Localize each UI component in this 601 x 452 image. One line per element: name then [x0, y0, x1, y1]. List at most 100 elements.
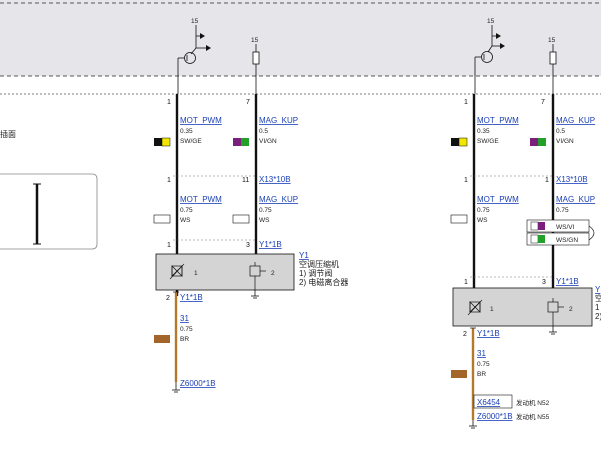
wire-size: 0.5: [556, 128, 565, 135]
component-item: 2) 电磁离合器: [299, 277, 348, 287]
clutch-icon: [249, 262, 266, 290]
wire-color: VI/GN: [556, 138, 574, 145]
wire-num-link[interactable]: 31: [180, 314, 189, 323]
wire-color: WS/VI: [556, 224, 575, 231]
color-swatch-violet: [530, 138, 538, 146]
color-swatch-yellow: [161, 137, 171, 147]
color-swatch-green: [538, 138, 546, 146]
wire-name-link[interactable]: MOT_PWM: [180, 116, 222, 125]
wire-size: 0.75: [477, 207, 490, 214]
wire-name-link[interactable]: MAG_KUP: [556, 116, 595, 125]
wire-size: 0.75: [180, 207, 193, 214]
connector-box: [473, 394, 513, 409]
engine-variant-label: 发动机 N52: [516, 398, 550, 407]
color-swatch-white: [153, 214, 171, 224]
wire-name-link[interactable]: MOT_PWM: [477, 116, 519, 125]
wire-size: 0.75: [556, 207, 569, 214]
connector-link[interactable]: Y1*1B: [180, 293, 203, 302]
component-pin: 1: [490, 306, 494, 313]
option-bracket: [588, 225, 595, 241]
wire-color: BR: [477, 371, 486, 378]
fuse-symbol: 15: [251, 37, 260, 94]
pin-label: 1: [464, 99, 468, 106]
pin-label: 2: [166, 295, 170, 302]
pin-label: 1: [464, 279, 468, 286]
fuse-label: 15: [548, 37, 556, 44]
wire-size: 0.35: [477, 128, 490, 135]
component-id-link[interactable]: Y: [595, 285, 601, 294]
fuse-label: 15: [251, 37, 259, 44]
color-swatch-violet: [233, 138, 241, 146]
wire-size: 0.75: [180, 326, 193, 333]
pin-label: 1: [545, 177, 549, 184]
pin-label: 7: [541, 99, 545, 106]
circuit-right: 15 15 1 MOT_PWM 0.35 SW/GE 1 MOT_PWM: [450, 18, 601, 429]
connector-link[interactable]: X13*10B: [556, 175, 588, 184]
wire-color: VI/GN: [259, 138, 277, 145]
wire-size: 0.5: [259, 128, 268, 135]
wire-color: SW/GE: [180, 138, 202, 145]
color-swatch-white: [232, 214, 250, 224]
fuse-symbol: 15: [548, 37, 557, 94]
left-partial-frame: [0, 173, 98, 250]
component-pin: 1: [194, 270, 198, 277]
wire-color: WS/GN: [556, 237, 578, 244]
left-partial-label: 插面: [0, 129, 16, 139]
transistor-symbol: 15: [177, 18, 211, 94]
pin-label: 3: [246, 242, 250, 249]
wire-color: WS: [259, 217, 270, 224]
color-swatch-brown: [154, 335, 170, 343]
wire-name-link[interactable]: MAG_KUP: [259, 116, 298, 125]
connector-link[interactable]: Y1*1B: [259, 240, 282, 249]
wire-color-option: WS/GN: [526, 232, 590, 246]
component-box[interactable]: [155, 253, 295, 291]
pin-label: 1: [167, 177, 171, 184]
supply-band: [0, 0, 601, 76]
clutch-icon: [547, 298, 564, 326]
component-pin: 2: [569, 306, 573, 313]
valve-icon: [169, 263, 185, 280]
connector-link[interactable]: Z6000*1B: [477, 412, 513, 421]
component-item: 1) 调节阀: [299, 269, 332, 278]
component-pin: 2: [271, 270, 275, 277]
circuit-left: 15 15 1 MOT_PWM 0.35 SW/GE 1 MOT_: [153, 18, 348, 393]
wire-size: 0.75: [259, 207, 272, 214]
connector-link[interactable]: Z6000*1B: [180, 379, 216, 388]
connector-link[interactable]: Y1*1B: [477, 329, 500, 338]
wire-size: 0.75: [477, 361, 490, 368]
transistor-symbol: 15: [474, 18, 505, 94]
pin-label: 1: [464, 177, 468, 184]
pin-label: 1: [167, 99, 171, 106]
component-id-link[interactable]: Y1: [299, 251, 309, 260]
engine-variant-label: 发动机 N55: [516, 412, 550, 421]
color-swatch-yellow: [458, 137, 468, 147]
wire-color: WS: [180, 217, 191, 224]
pin-label: 3: [542, 279, 546, 286]
wire-name-link[interactable]: MOT_PWM: [477, 195, 519, 204]
component-name: 空: [595, 293, 601, 303]
pin-label: 1: [167, 242, 171, 249]
wire-name-link[interactable]: MAG_KUP: [556, 195, 595, 204]
component-box[interactable]: [452, 287, 593, 327]
wire-name-link[interactable]: MAG_KUP: [259, 195, 298, 204]
connector-link[interactable]: X13*10B: [259, 175, 291, 184]
fuse-label: 15: [191, 18, 199, 25]
pin-label: 7: [246, 99, 250, 106]
wire-num-link[interactable]: 31: [477, 349, 486, 358]
color-swatch-black: [451, 138, 459, 146]
wire-size: 0.35: [180, 128, 193, 135]
component-name: 空调压缩机: [299, 259, 339, 269]
wire-name-link[interactable]: MOT_PWM: [180, 195, 222, 204]
fuse-label: 15: [487, 18, 495, 25]
pin-label: 2: [463, 331, 467, 338]
wire-color: BR: [180, 336, 189, 343]
valve-icon: [467, 299, 483, 316]
component-item: 1: [595, 303, 600, 312]
component-item: 2): [595, 312, 601, 321]
connector-link[interactable]: Y1*1B: [556, 277, 579, 286]
connector-link[interactable]: X6454: [477, 398, 501, 407]
color-swatch-green: [241, 138, 249, 146]
color-swatch-brown: [451, 370, 467, 378]
wire-color-option: WS/VI: [526, 219, 590, 233]
